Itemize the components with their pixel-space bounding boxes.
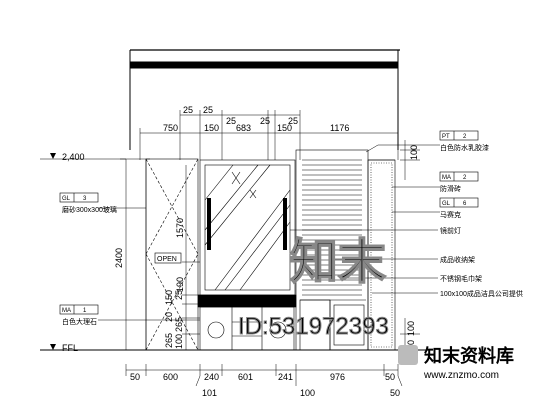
right-dim-label: 50 (406, 340, 416, 350)
wall-sconce-lights (207, 198, 287, 250)
watermark-logo-icon (398, 345, 418, 365)
left-dim-label: 265 (174, 317, 184, 332)
watermark-logo: 知末 (290, 236, 386, 289)
bottom-dim-label: 50 (385, 372, 395, 382)
mirror-zone (199, 159, 296, 296)
tag-desc: 防滑砖 (440, 184, 461, 193)
vanity-cabinet (197, 294, 297, 351)
tag-code: PT (442, 134, 450, 140)
bottom-dim-label: 241 (278, 372, 293, 382)
tag-desc: 磨砂300x300玻璃 (62, 205, 117, 214)
right-dim-label: 100 (409, 145, 419, 160)
left-dim-label: 20 (164, 312, 174, 322)
bottom-sub-dim-label: 100 (300, 388, 315, 398)
bottom-dim-label: 600 (163, 372, 178, 382)
top-dim-label: 750 (163, 123, 178, 133)
tag-code: MA (442, 175, 451, 181)
door-open-label: OPEN (157, 256, 177, 263)
top-dim-label: 150 (277, 123, 292, 133)
tag-desc: 白色防水乳胶漆 (440, 143, 489, 152)
bottom-dim-label: 976 (330, 372, 345, 382)
bottom-dimension-chain (125, 364, 403, 387)
tag-num: 2 (463, 175, 467, 181)
bottom-dimension-labels: 50 600 240 601 241 976 50 101 100 50 (130, 372, 400, 398)
ceiling-structure (129, 49, 400, 150)
top-dim-label: 25 (260, 116, 270, 126)
left-dim-label: 190 (175, 277, 185, 292)
bottom-sub-dim-label: 50 (390, 388, 400, 398)
watermark-url: www.znzmo.com (423, 370, 499, 381)
level-floor-label: FFL (62, 343, 78, 353)
material-tag-marble: MA 1 白色大理石 (59, 304, 200, 326)
right-dim-label: 100 (406, 321, 416, 336)
bottom-dim-label: 240 (204, 372, 219, 382)
note-sanitary: 100x100成品洁具公司提供 (440, 289, 523, 298)
left-dim-label: 100 (174, 334, 184, 349)
watermark-brand: 知末资料库 (424, 345, 514, 366)
right-dimension-chain (400, 140, 420, 350)
bottom-sub-dim-label: 101 (202, 388, 217, 398)
tag-code: GL (442, 201, 451, 207)
material-tag-antislip: MA 2 防滑砖 (392, 171, 479, 193)
bottom-dim-label: 50 (130, 372, 140, 382)
level-marker-upper: 2,400 (40, 152, 126, 162)
material-tag-glass: GL 3 磨砂300x300玻璃 (59, 192, 146, 214)
material-tag-paint: PT 2 白色防水乳胶漆 (365, 130, 489, 153)
glass-door-panel (145, 158, 199, 351)
right-dimension-labels: 100 100 50 (406, 145, 419, 350)
tag-num: 1 (83, 308, 87, 314)
watermark: 知末 ID:531972393 知末资料库 www.znzmo.com (238, 235, 515, 381)
top-dim-label: 150 (204, 123, 219, 133)
right-notes: 镜前灯 成品收纳架 不锈钢毛巾架 100x100成品洁具公司提供 (290, 226, 523, 298)
tag-desc: 马赛克 (440, 210, 461, 219)
left-dim-label: 2400 (114, 248, 124, 268)
level-upper-label: 2,400 (62, 152, 85, 162)
left-dim-label: 25 (174, 290, 184, 300)
tag-num: 6 (463, 201, 467, 207)
left-dim-label: 1570 (175, 218, 185, 238)
tag-num: 2 (463, 134, 467, 140)
top-dim-label: 683 (236, 123, 251, 133)
watermark-id: ID:531972393 (238, 313, 389, 340)
left-dim-label: 150 (164, 290, 174, 305)
left-dim-label: 265 (164, 333, 174, 348)
top-dimension-chain (139, 110, 399, 160)
left-dimension-labels: 2400 1570 190 150 25 20 265 265 100 (114, 218, 185, 349)
top-dim-label: 1176 (330, 123, 349, 133)
tag-desc: 白色大理石 (62, 317, 97, 326)
tag-code: MA (62, 308, 71, 314)
top-dim-label: 25 (183, 105, 193, 115)
note-storage-rack: 成品收纳架 (440, 255, 475, 264)
material-tag-mosaic: GL 6 马赛克 (392, 197, 479, 219)
top-dimension-labels: 25 25 25 25 25 750 150 683 150 1176 (163, 105, 349, 133)
shower-zone (295, 149, 396, 351)
note-towel-rack: 不锈钢毛巾架 (440, 274, 482, 283)
top-dim-label: 25 (288, 116, 298, 126)
top-dim-label: 25 (226, 116, 236, 126)
note-mirror-light: 镜前灯 (440, 226, 461, 235)
tag-code: GL (62, 196, 71, 202)
top-dim-label: 25 (203, 105, 213, 115)
bottom-dim-label: 601 (238, 372, 253, 382)
tag-num: 3 (83, 196, 87, 202)
